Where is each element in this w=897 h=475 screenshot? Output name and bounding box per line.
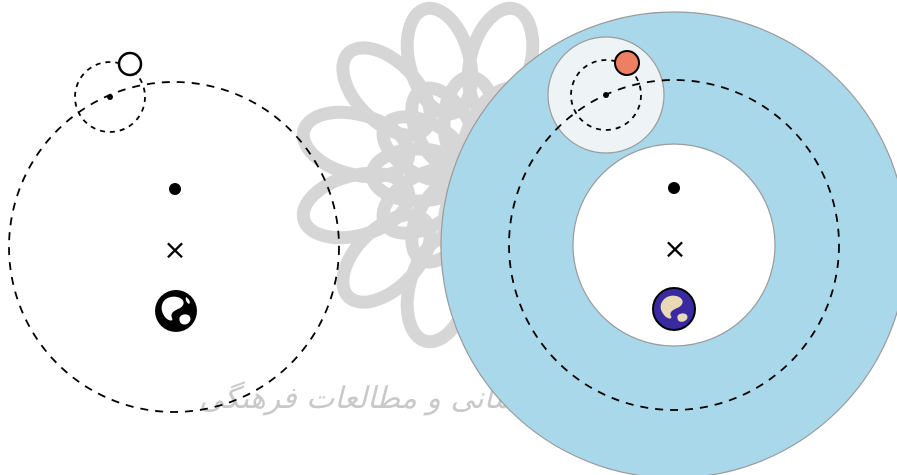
left-panel: × [9,53,339,412]
right-panel: × [441,12,897,475]
watermark-petal [327,199,446,318]
epicycle-center-dot [603,92,609,98]
equant-marker: × [163,233,186,266]
epicycle-center-dot [107,94,113,100]
planet-orange-icon [615,51,639,75]
deferent-center-dot [668,182,680,194]
deferent-center-dot [169,183,181,195]
earth-globe-blue-icon [653,288,695,330]
watermark-petal [327,32,446,151]
planet-hollow-circle-icon [119,53,141,75]
equant-marker: × [663,232,686,265]
earth-globe-black-icon [155,290,197,332]
